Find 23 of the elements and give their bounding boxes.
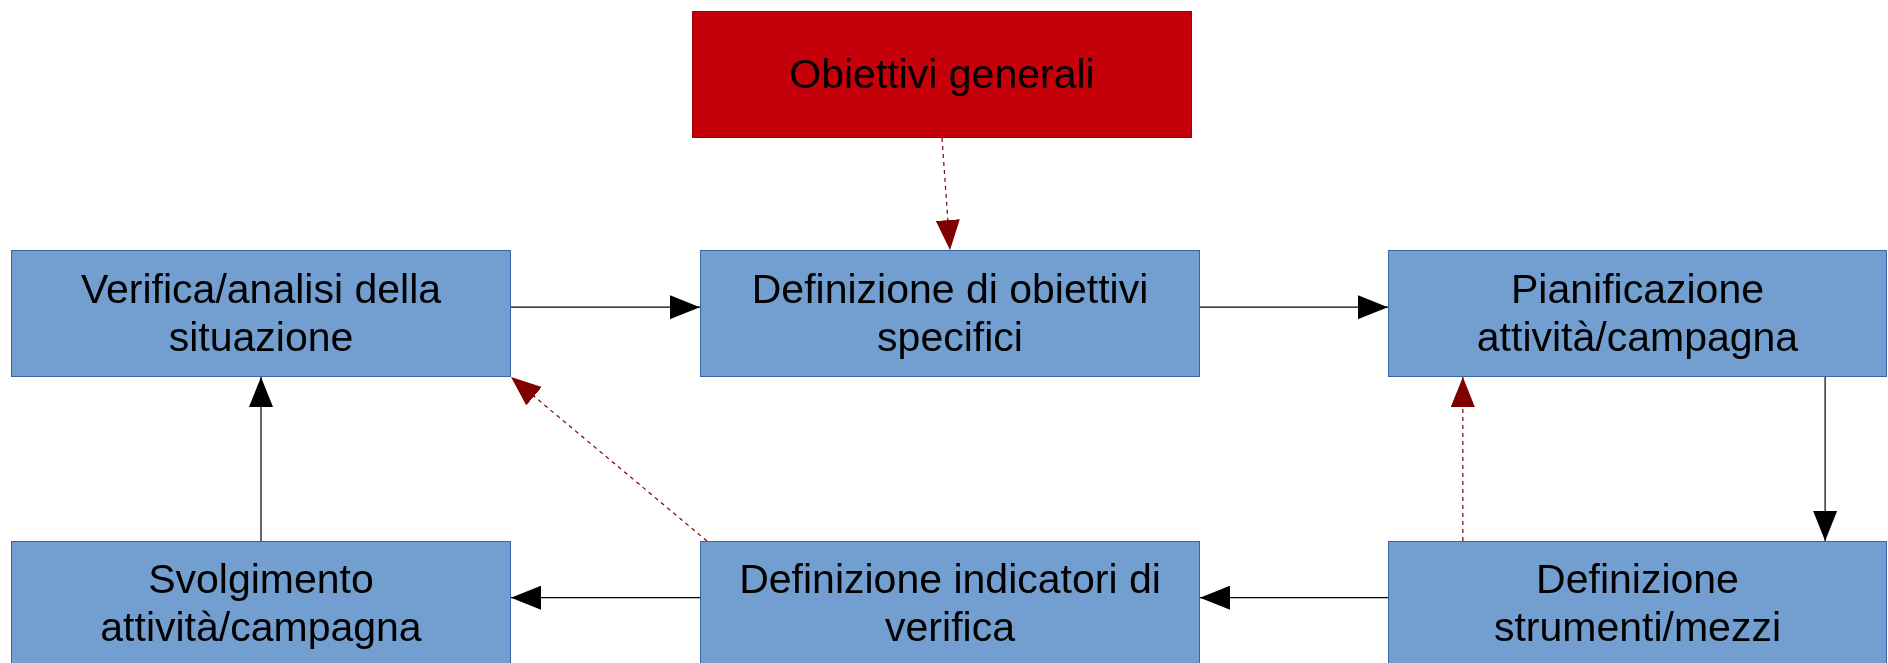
box-label: Definizione indicatori di verifica [738,556,1162,652]
arrow [935,137,960,251]
arrow [1450,376,1475,542]
process-box [700,250,1200,377]
box-label: Svolgimento attività/campagna [99,556,423,652]
arrow [510,585,701,610]
arrow [510,376,708,542]
box-label: Definizione strumenti/mezzi [1492,556,1783,652]
box-label: Definizione di obiettivi specifici [750,265,1150,362]
goal-box [692,11,1192,138]
arrow [1199,295,1389,320]
arrow [510,295,701,320]
process-box [700,541,1200,663]
process-box [11,541,511,663]
box-label: Verifica/analisi della situazione [79,265,443,362]
process-box [1388,541,1887,663]
arrow [249,376,273,542]
arrow [1199,585,1389,610]
box-label: Pianificazione attività/campagna [1475,265,1800,362]
process-box [1388,250,1887,377]
process-box [11,250,511,377]
box-label: Obiettivi generali [788,50,1096,99]
arrow [1813,376,1838,542]
